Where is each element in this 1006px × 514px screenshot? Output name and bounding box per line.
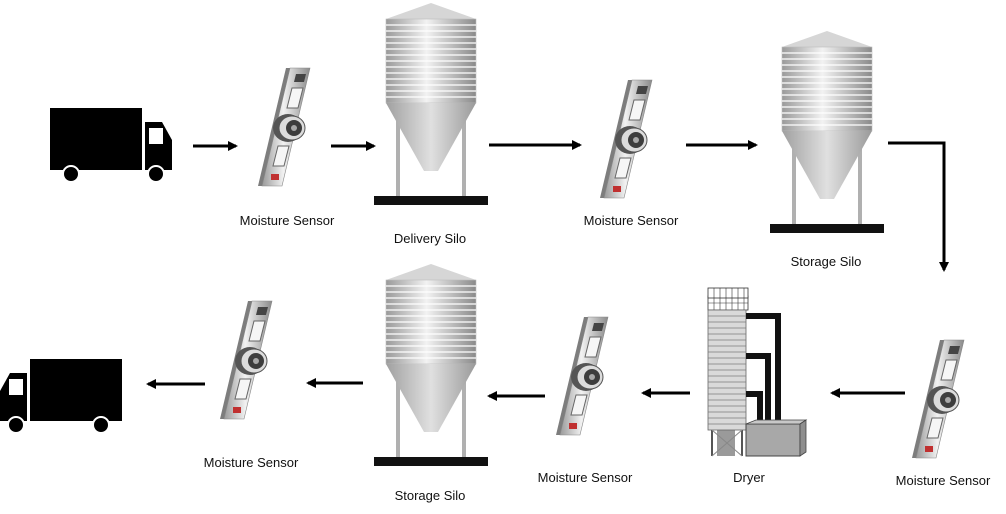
dryer-icon bbox=[707, 287, 808, 457]
delivery-silo-icon bbox=[373, 2, 489, 206]
flow-arrow bbox=[888, 141, 949, 272]
sensor-label: Moisture Sensor bbox=[895, 473, 991, 488]
sensor-label: Moisture Sensor bbox=[203, 455, 299, 470]
storage-silo-label: Storage Silo bbox=[790, 254, 862, 269]
outbound-truck-icon bbox=[0, 358, 123, 434]
sensor-label: Moisture Sensor bbox=[239, 213, 335, 228]
moisture-sensor-icon bbox=[219, 300, 273, 420]
storage-silo-label: Storage Silo bbox=[394, 488, 466, 503]
moisture-sensor-icon bbox=[257, 67, 311, 187]
delivery-silo-label: Delivery Silo bbox=[393, 231, 467, 246]
dryer-label: Dryer bbox=[733, 470, 765, 485]
delivery-truck-icon bbox=[49, 107, 173, 183]
storage-silo-icon bbox=[769, 30, 885, 234]
moisture-sensor-icon bbox=[599, 79, 653, 199]
sensor-label: Moisture Sensor bbox=[537, 470, 633, 485]
moisture-sensor-icon bbox=[911, 339, 965, 459]
storage-silo-icon bbox=[373, 263, 489, 467]
moisture-sensor-icon bbox=[555, 316, 609, 436]
sensor-label: Moisture Sensor bbox=[583, 213, 679, 228]
